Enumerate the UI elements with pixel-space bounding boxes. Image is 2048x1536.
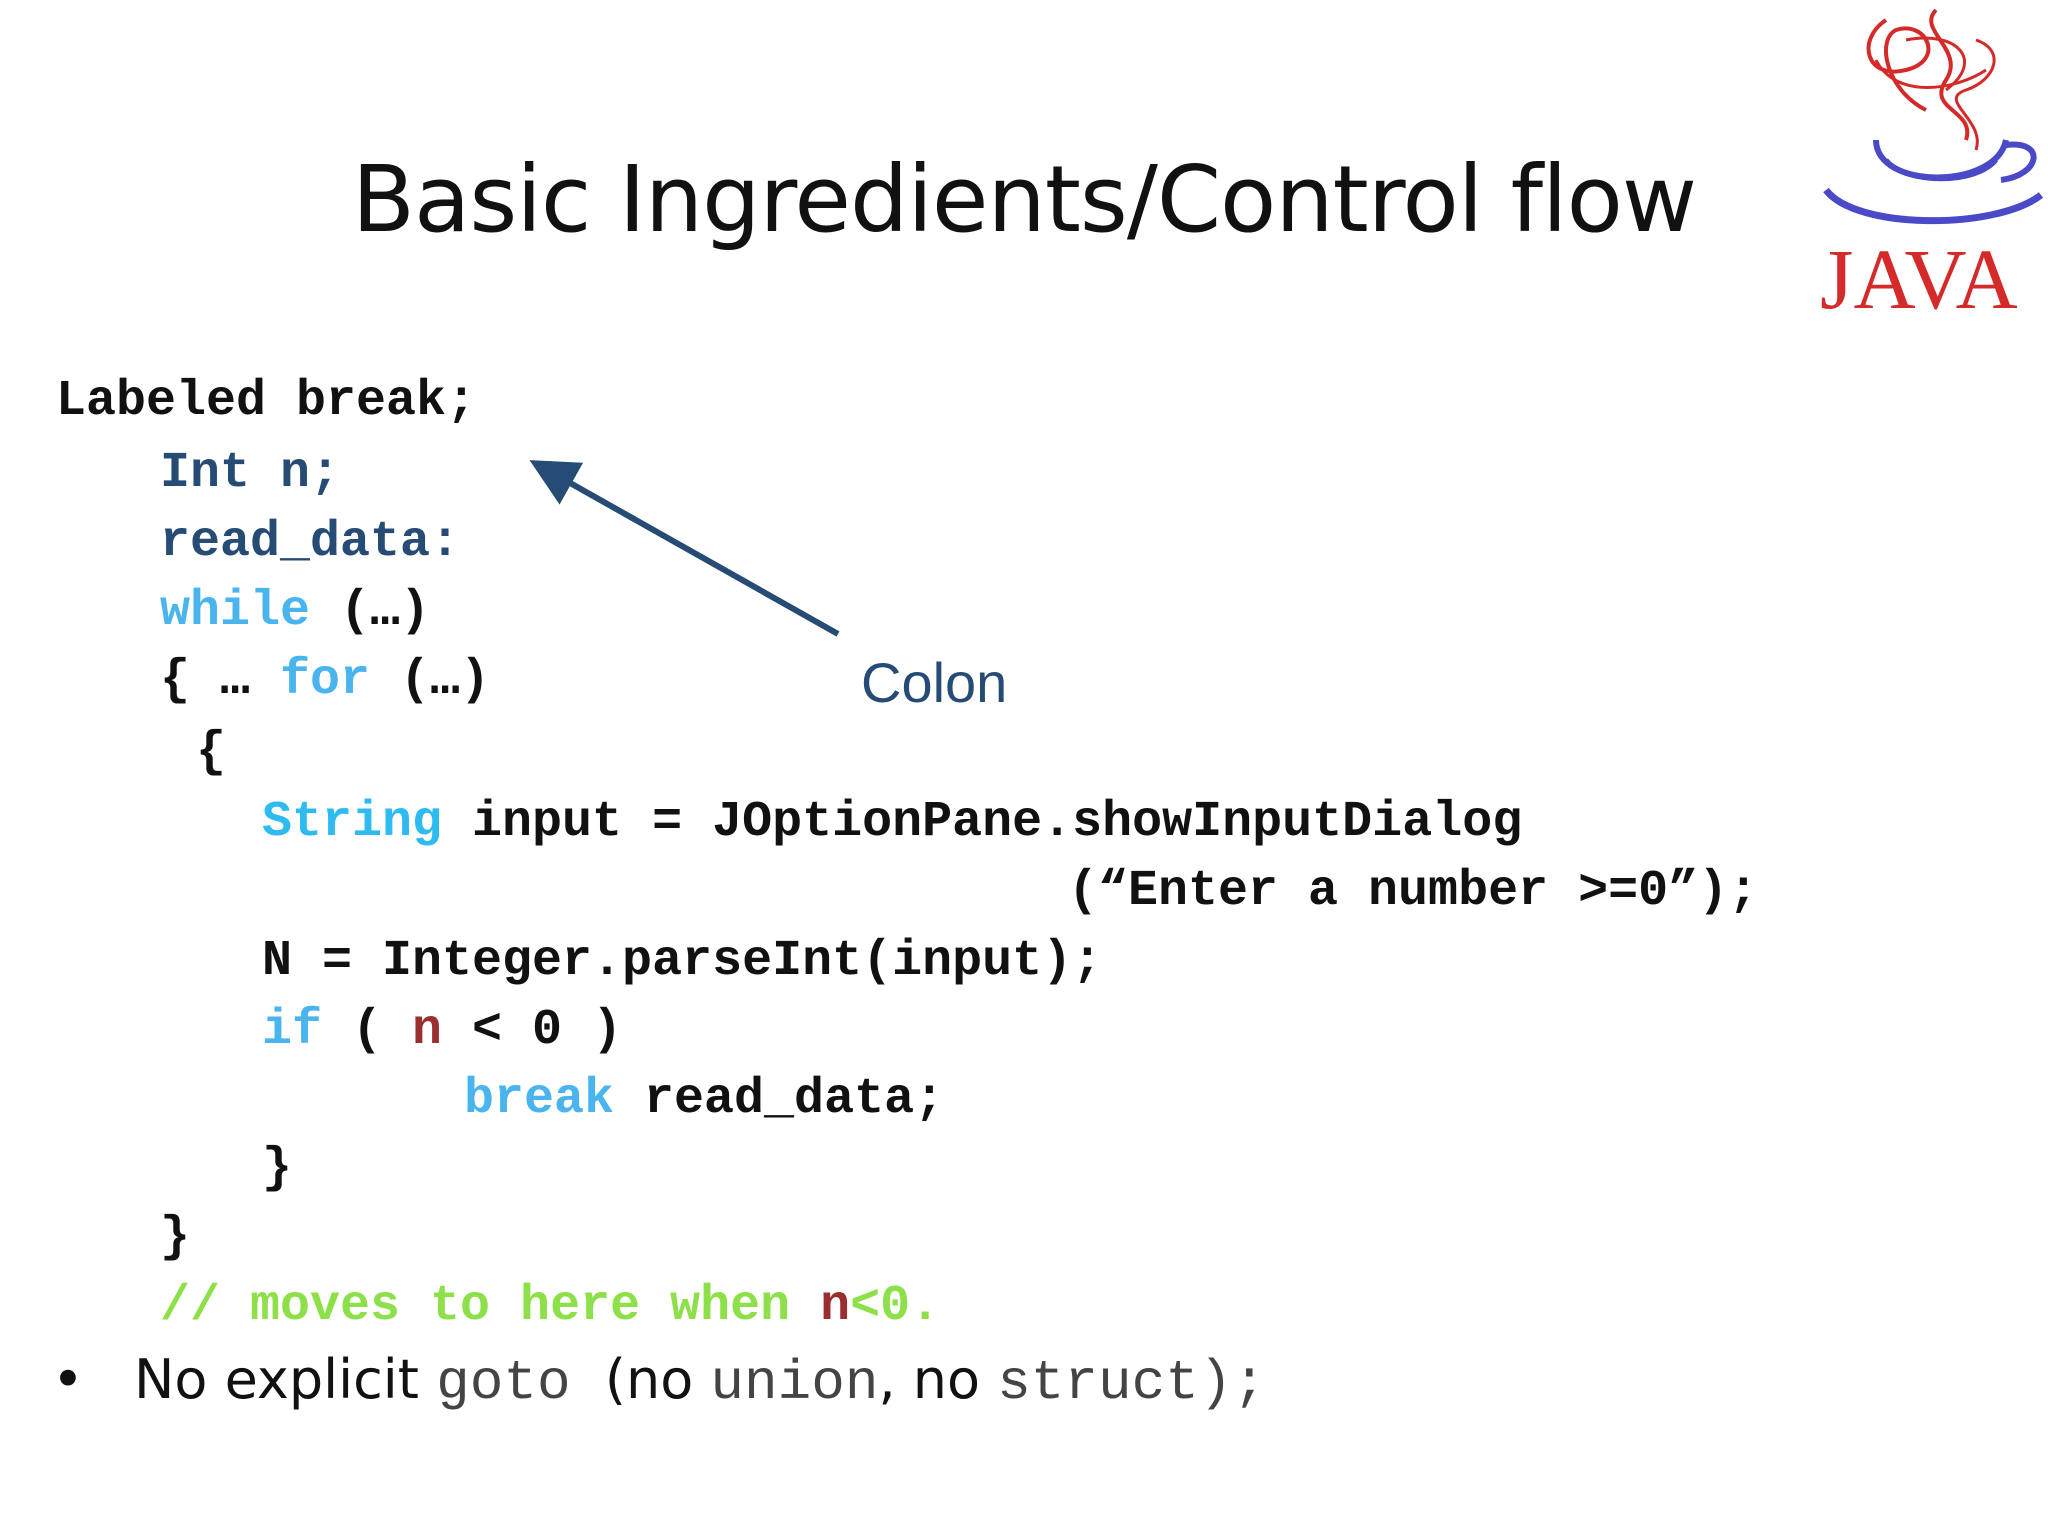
slide-title: Basic Ingredients/Control flow: [351, 146, 1697, 253]
bullet-struct: struct: [997, 1351, 1199, 1415]
read-data-label: read_data:: [160, 514, 461, 571]
code-line-labeled-break: Labeled break;: [56, 373, 477, 430]
while-args: (…): [310, 583, 431, 640]
bullet-text-2: (no: [570, 1348, 711, 1411]
code-line-string-input: String input = JOptionPane.showInputDial…: [262, 793, 1522, 853]
code-line-enter-number: (“Enter a number >=0”);: [1068, 863, 1759, 920]
keyword-for: for: [280, 652, 371, 709]
code-line-brace-open: {: [196, 724, 227, 781]
if-open: (: [322, 1002, 413, 1059]
for-args: (…): [370, 652, 491, 709]
code-line-if: if ( n < 0 ): [262, 1001, 622, 1061]
arrow-line: [529, 460, 840, 637]
annotation-colon-label: Colon: [861, 651, 1008, 714]
java-logo: JAVA: [1820, 8, 2044, 327]
if-condition-rest: < 0 ): [442, 1002, 623, 1059]
variable-n: n: [412, 1002, 443, 1059]
break-target: read_data;: [614, 1071, 945, 1128]
java-logo-text: JAVA: [1820, 231, 2018, 327]
comment-condition: <0.: [850, 1278, 941, 1335]
keyword-break: break: [464, 1071, 615, 1128]
code-line-for: { … for (…): [160, 651, 490, 711]
comment-text: // moves to here when: [160, 1278, 821, 1335]
bullet-symbol: •: [52, 1348, 84, 1411]
code-line-read-data-label: read_data:: [160, 513, 460, 573]
code-line-int-n: Int n;: [160, 445, 341, 502]
string-input-rest: input = JOptionPane.showInputDialog: [442, 794, 1523, 851]
comment-variable-n: n: [820, 1278, 851, 1335]
keyword-if: if: [262, 1002, 323, 1059]
bullet-item: • No explicit goto (no union, no struct);: [52, 1342, 1266, 1421]
bullet-text-1: No explicit: [134, 1348, 437, 1411]
brace-open-ellipsis: { …: [160, 652, 281, 709]
code-line-while: while (…): [160, 582, 430, 642]
keyword-string: String: [262, 794, 443, 851]
bullet-goto: goto: [436, 1351, 571, 1415]
code-line-brace-close-outer: }: [160, 1209, 191, 1266]
code-line-comment: // moves to here when n<0.: [160, 1277, 940, 1337]
keyword-while: while: [160, 583, 311, 640]
bullet-text-4: );: [1198, 1351, 1267, 1415]
code-line-brace-close-inner: }: [262, 1140, 293, 1197]
code-line-break-read-data: break read_data;: [464, 1070, 944, 1130]
code-line-parse-int: N = Integer.parseInt(input);: [262, 933, 1103, 990]
bullet-text-3: , no: [878, 1348, 998, 1411]
bullet-union: union: [710, 1351, 879, 1415]
